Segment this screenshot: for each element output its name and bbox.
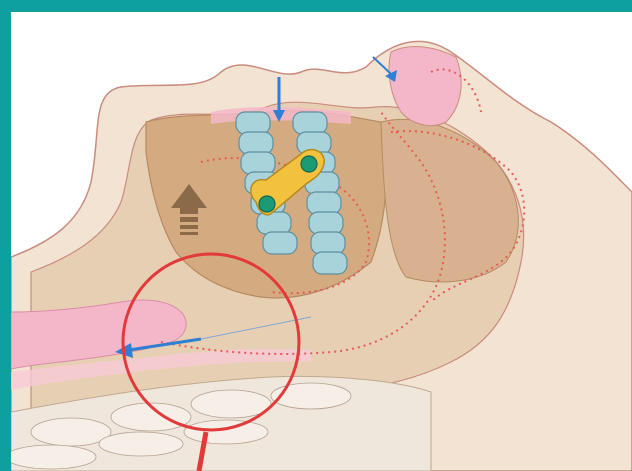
anatomical-illustration	[11, 12, 632, 471]
screw-upper	[301, 156, 317, 172]
screw-lower	[259, 196, 275, 212]
